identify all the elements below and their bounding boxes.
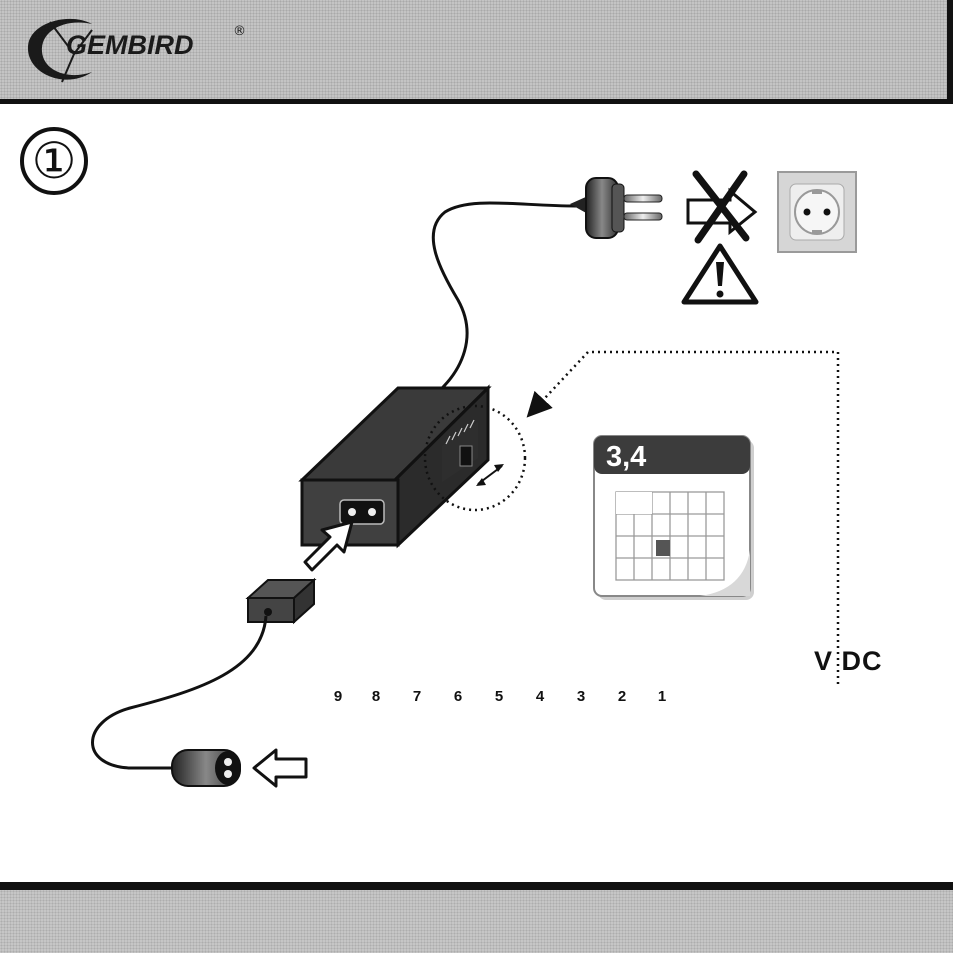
dc-cable-plug	[248, 580, 314, 622]
connector-number-9: 9	[326, 688, 350, 705]
left-arrow	[254, 750, 306, 786]
connector-number-1: 1	[650, 688, 674, 705]
voltage-label: V DC	[814, 646, 883, 677]
voltage-table-label: 3,4	[606, 441, 646, 474]
connector-number-3: 3	[569, 688, 593, 705]
cross-icon	[688, 174, 755, 240]
footer-bar	[0, 882, 953, 953]
connector-number-7: 7	[405, 688, 429, 705]
mains-cable	[433, 203, 576, 392]
connector-number-6: 6	[446, 688, 470, 705]
connector-number-4: 4	[528, 688, 552, 705]
dc-connector-icon	[172, 750, 241, 786]
connector-number-2: 2	[610, 688, 634, 705]
connector-number-8: 8	[364, 688, 388, 705]
wall-socket-icon	[778, 172, 856, 252]
mains-plug-icon	[570, 178, 662, 238]
dc-cable	[93, 616, 267, 768]
connector-number-5: 5	[487, 688, 511, 705]
warning-icon	[684, 246, 756, 302]
